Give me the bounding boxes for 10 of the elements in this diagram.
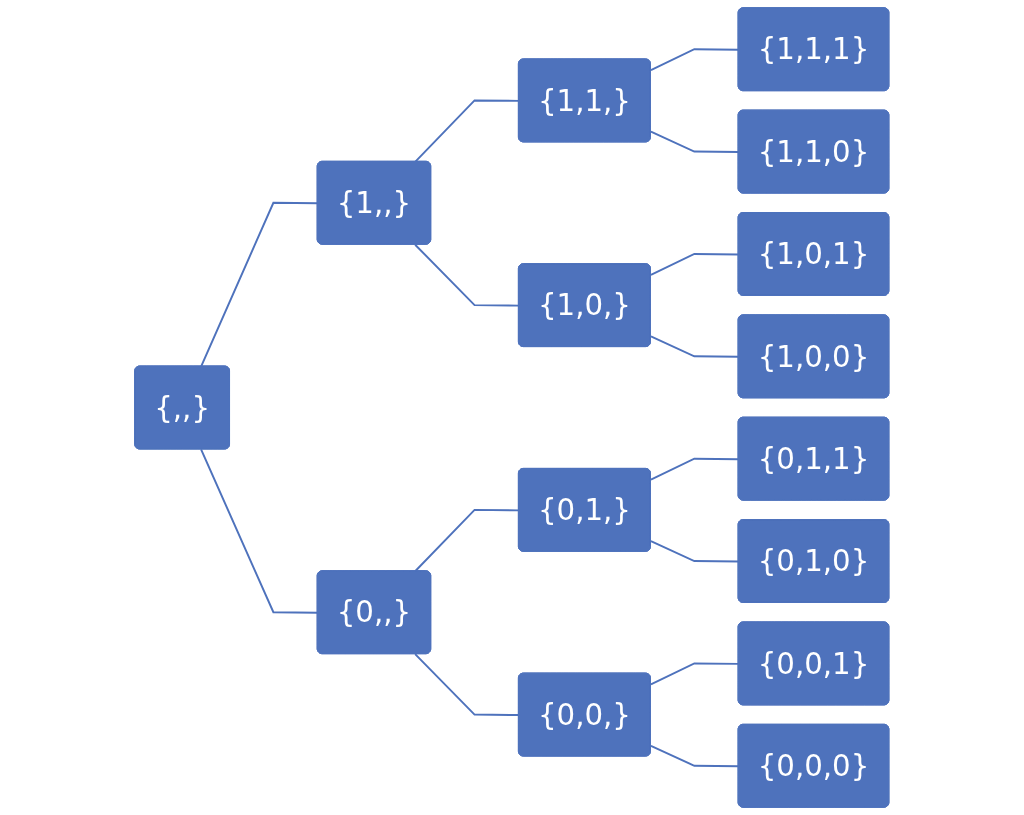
connector: [650, 253, 740, 276]
connector: [650, 662, 740, 686]
connector: [650, 130, 740, 154]
connector: [650, 540, 740, 563]
connector: [650, 335, 740, 358]
connector: [200, 448, 319, 614]
connector: [650, 48, 740, 72]
connector: [650, 457, 740, 481]
connector: [200, 201, 319, 368]
connector: [650, 744, 740, 768]
